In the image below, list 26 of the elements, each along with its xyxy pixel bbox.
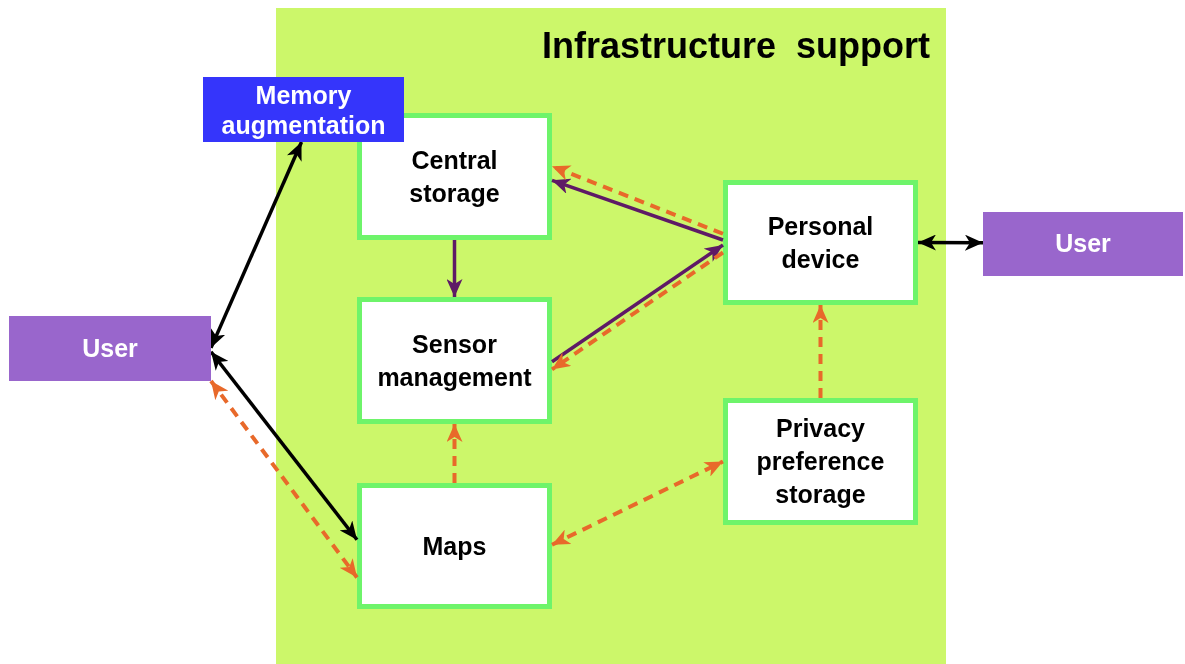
user-box (9, 316, 211, 381)
node-label: User (1054, 228, 1112, 260)
arrow (551, 459, 724, 547)
arrow (918, 234, 983, 251)
arrow (209, 379, 359, 579)
component-box (723, 398, 918, 525)
arrow (551, 164, 724, 236)
node-label: Privacy preference storage (755, 413, 886, 510)
user-box (983, 212, 1183, 276)
component-box (357, 297, 552, 424)
arrow (209, 141, 304, 349)
node-label: Central storage (408, 144, 501, 209)
node-label: Personal device (766, 210, 875, 275)
arrow (446, 240, 463, 297)
panel-title: Infrastructure support (541, 24, 930, 68)
arrow (446, 424, 463, 483)
node-label: Maps (421, 530, 488, 562)
arrow (812, 305, 829, 398)
arrow (551, 178, 724, 242)
node-label: Memory augmentation (220, 79, 387, 140)
arrow (209, 350, 359, 541)
component-box (723, 180, 918, 305)
node-label: Sensor management (376, 328, 533, 393)
memory-augmentation-box (203, 77, 404, 142)
component-box (357, 483, 552, 609)
node-label: User (81, 332, 139, 364)
